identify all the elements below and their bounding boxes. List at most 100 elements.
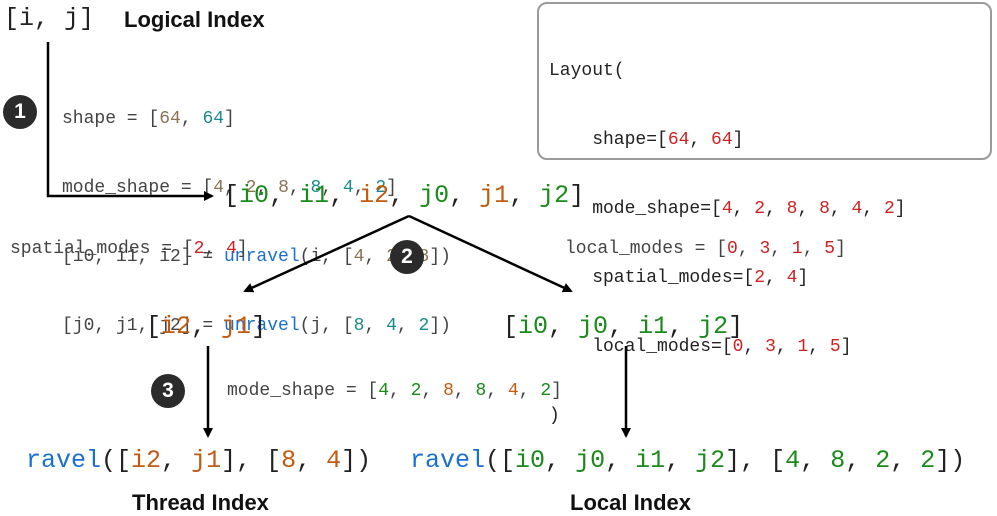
code-token: , <box>518 381 541 401</box>
code-token: , <box>296 446 327 475</box>
code-token: unravel <box>224 247 300 267</box>
code-token: mode_shape = [ <box>62 178 214 198</box>
code-token: , <box>548 312 579 341</box>
code-line: shape = [64, 64] <box>62 108 451 131</box>
code-token: 4 <box>378 381 390 401</box>
code-token: j1 <box>191 446 222 475</box>
code-token: [ <box>503 312 519 341</box>
code-token: 2 <box>754 199 766 219</box>
code-token: spatial_modes = [ <box>10 239 194 259</box>
code-token: 2 <box>540 381 552 401</box>
code-token: i2 <box>131 446 162 475</box>
code-token: i0 <box>518 312 549 341</box>
code-token: 8 <box>830 446 846 475</box>
code-token: 4 <box>786 268 798 288</box>
code-token: 1 <box>791 239 803 259</box>
code-token: 2 <box>875 446 891 475</box>
local-modes-label: local_modes = [0, 3, 1, 5] <box>565 238 846 261</box>
code-token: , <box>608 312 639 341</box>
code-token: , <box>737 239 760 259</box>
code-token: mode_shape = [ <box>227 381 379 401</box>
code-token: , <box>364 316 387 336</box>
code-token: , <box>689 130 712 150</box>
code-token: 2 <box>418 316 430 336</box>
code-token: 8 <box>475 381 487 401</box>
code-token: , <box>802 239 825 259</box>
code-token: 2 <box>754 268 766 288</box>
code-token: , <box>743 337 766 357</box>
arrow-logical-to-modes <box>46 42 214 201</box>
code-token: , <box>364 247 387 267</box>
code-token: , <box>605 446 636 475</box>
code-token: unravel <box>224 316 300 336</box>
code-token: , <box>321 178 343 198</box>
logical-index-label: [i, j] <box>4 4 95 33</box>
code-token: 5 <box>824 239 836 259</box>
local-index-title: Local Index <box>570 490 692 515</box>
code-token: 8 <box>281 446 297 475</box>
code-token: [ <box>224 181 240 210</box>
code-token: 8 <box>353 316 365 336</box>
code-token: 2 <box>375 178 387 198</box>
code-token: 8 <box>786 199 798 219</box>
code-token: , <box>389 181 420 210</box>
code-token: 3 <box>765 337 776 357</box>
code-token: ], [ <box>221 446 282 475</box>
spatial-modes-label: spatial_modes = [2, 4] <box>10 238 248 261</box>
code-token: , <box>449 181 480 210</box>
code-token: mode_shape=[ <box>549 199 722 219</box>
code-token: ] <box>569 181 585 210</box>
layout-line: mode_shape=[4, 2, 8, 8, 4, 2] <box>549 198 906 221</box>
code-token: , <box>180 109 203 129</box>
arrow-modes-to-local <box>408 214 573 293</box>
code-token: , <box>800 446 831 475</box>
layout-line: spatial_modes=[2, 4] <box>549 267 906 290</box>
code-token: ]) <box>429 247 451 267</box>
code-token: 2 <box>245 178 257 198</box>
code-token: , <box>808 337 830 357</box>
code-token: , <box>396 316 419 336</box>
local-ravel: ravel([i0, j0, i1, j2], [4, 8, 2, 2]) <box>410 446 965 475</box>
code-token: , <box>421 381 444 401</box>
code-token: i1 <box>635 446 666 475</box>
code-token: 4 <box>342 178 354 198</box>
arrow-modes-to-spatial <box>243 214 410 293</box>
code-token: , <box>770 239 792 259</box>
code-token: 8 <box>310 178 322 198</box>
code-token: , <box>545 446 576 475</box>
code-token: [j0, j1, j2] = <box>62 316 225 336</box>
code-token: 64 <box>159 109 181 129</box>
code-token: 2 <box>883 199 895 219</box>
code-token: , <box>288 178 311 198</box>
code-token: i1 <box>638 312 669 341</box>
code-token: , <box>329 181 360 210</box>
code-line: mode_shape = [4, 2, 8, 8, 4, 2] <box>62 177 451 200</box>
code-token: i0 <box>515 446 546 475</box>
code-token: j2 <box>539 181 570 210</box>
layout-code: Layout( shape=[64, 64] mode_shape=[4, 2,… <box>549 14 906 451</box>
code-token: 4 <box>226 239 237 259</box>
code-token: ravel <box>26 446 102 475</box>
code-token: ] <box>894 199 906 219</box>
code-token: i1 <box>299 181 330 210</box>
code-token: , <box>353 178 376 198</box>
layout-line: ) <box>549 405 906 428</box>
code-token: 2 <box>410 381 422 401</box>
code-token: 64 <box>711 130 733 150</box>
code-token: , <box>204 239 227 259</box>
code-token: ) <box>549 406 560 426</box>
code-token: spatial_modes=[ <box>549 268 755 288</box>
code-token: 2 <box>193 239 205 259</box>
code-token: , <box>668 312 699 341</box>
code-token: 4 <box>386 316 397 336</box>
code-token: j2 <box>698 312 729 341</box>
code-token: j0 <box>419 181 450 210</box>
code-token: j1 <box>221 312 252 341</box>
code-token: , <box>161 446 192 475</box>
layout-line: shape=[64, 64] <box>549 129 906 152</box>
code-token: , <box>486 381 508 401</box>
code-token: ], [ <box>725 446 786 475</box>
code-token: 4 <box>213 178 225 198</box>
code-token: ] <box>732 130 744 150</box>
